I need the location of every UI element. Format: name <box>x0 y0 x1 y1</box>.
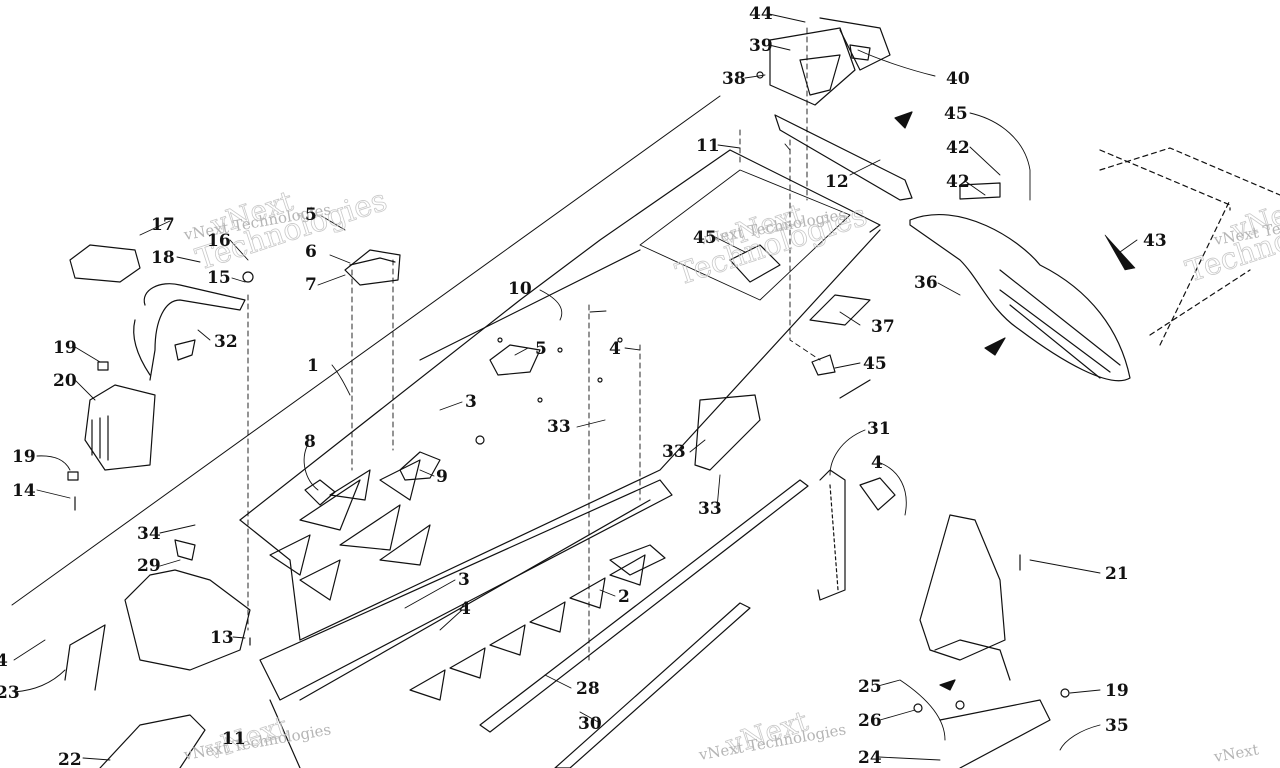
callout-38: 42 <box>946 172 970 192</box>
snow-flap-group <box>909 147 1280 382</box>
callout-19: 19 <box>53 338 77 358</box>
callout-35: 38 <box>722 69 746 89</box>
callout-44: 45 <box>863 354 887 374</box>
callout-37: 40 <box>946 69 970 89</box>
front-left-bracket-group <box>64 539 251 768</box>
callout-40: 43 <box>1143 231 1167 251</box>
callout-34: 37 <box>871 317 895 337</box>
callout-30: 31 <box>867 419 891 439</box>
callout-28: 29 <box>137 556 161 576</box>
callout-36: 39 <box>749 36 773 56</box>
callout-8: 8 <box>304 432 316 452</box>
leader-lines <box>13 13 1138 761</box>
callout-4: 4 <box>0 651 8 671</box>
callout-32: 33 <box>698 499 722 519</box>
callout-6: 6 <box>305 242 317 262</box>
callout-19: 19 <box>12 447 36 467</box>
callout-29: 30 <box>578 714 602 734</box>
callout-13: 13 <box>210 628 234 648</box>
callout-20: 20 <box>53 371 77 391</box>
callout-16: 16 <box>207 231 231 251</box>
callout-4: 4 <box>609 339 621 359</box>
callout-27: 28 <box>576 679 600 699</box>
callout-9: 9 <box>436 467 448 487</box>
tunnel-assembly <box>11 27 881 768</box>
callout-42: 45 <box>944 104 968 124</box>
callout-11: 11 <box>222 729 246 749</box>
foot-plate-group <box>913 514 1070 768</box>
callout-2: 2 <box>618 587 630 607</box>
callout-19: 19 <box>1105 681 1129 701</box>
callout-31: 32 <box>214 332 238 352</box>
callout-33: 34 <box>137 524 161 544</box>
bracket-group-upper <box>304 249 541 506</box>
callout-31: 33 <box>547 417 571 437</box>
callout-4: 4 <box>871 453 883 473</box>
callout-18: 18 <box>151 248 175 268</box>
running-board-group <box>479 394 896 768</box>
callout-33: 36 <box>914 273 938 293</box>
callout-1: 1 <box>307 356 319 376</box>
callout-22: 22 <box>58 750 82 768</box>
rear-bumper-group <box>67 244 254 511</box>
callout-23: 23 <box>0 683 20 703</box>
callout-25: 25 <box>858 677 882 697</box>
callout-5: 5 <box>535 339 547 359</box>
callout-31: 33 <box>662 442 686 462</box>
callout-33: 35 <box>1105 716 1129 736</box>
rear-hitch-group <box>729 244 871 399</box>
callout-labels: 44 39 38 40 45 11 42 12 42 45 43 36 37 4… <box>0 4 1167 768</box>
callout-39: 42 <box>946 138 970 158</box>
callout-7: 7 <box>305 275 317 295</box>
top-bracket-group <box>756 17 913 201</box>
callout-15: 15 <box>207 268 231 288</box>
callout-3: 3 <box>465 392 477 412</box>
callout-3: 3 <box>458 570 470 590</box>
callout-5: 5 <box>305 205 317 225</box>
callout-43: 45 <box>693 228 717 248</box>
callout-17: 17 <box>151 215 175 235</box>
callout-12: 12 <box>825 172 849 192</box>
callout-42: 44 <box>749 4 773 24</box>
callout-14: 14 <box>12 481 36 501</box>
callout-24: 24 <box>858 748 882 768</box>
callout-10: 10 <box>508 279 532 299</box>
watermark-small: vNext <box>1212 740 1260 766</box>
callout-11: 11 <box>696 136 720 156</box>
callout-4: 4 <box>459 599 471 619</box>
callout-26: 26 <box>858 711 882 731</box>
callout-21: 21 <box>1105 564 1129 584</box>
